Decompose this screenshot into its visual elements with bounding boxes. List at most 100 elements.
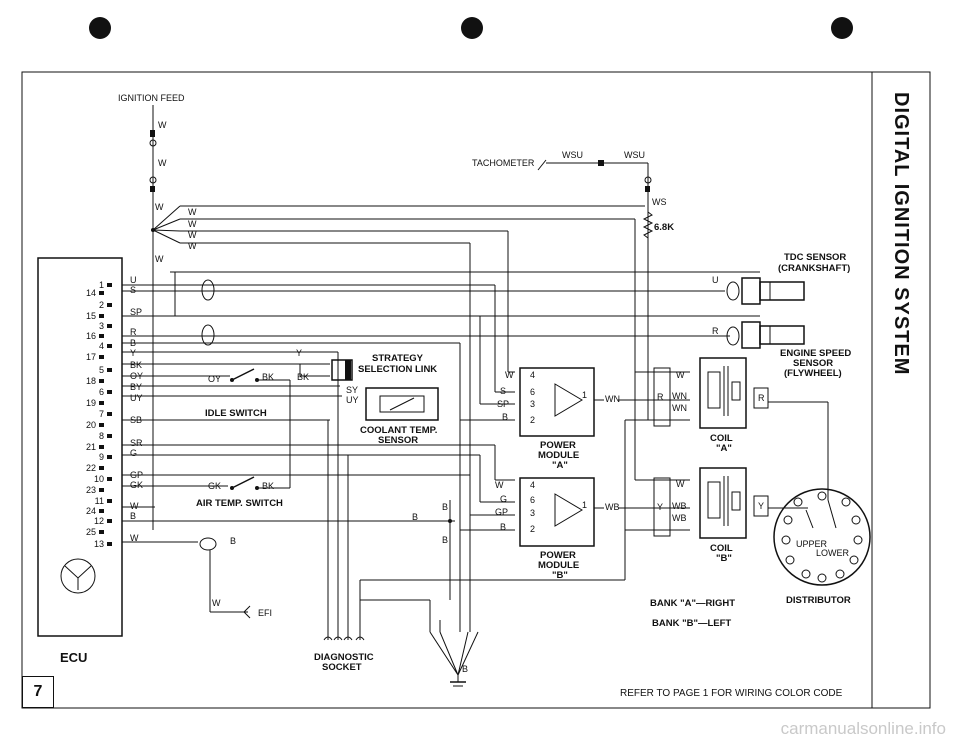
power-module-b-label-1: POWER	[540, 550, 576, 561]
mod-a-in-b: B	[502, 412, 508, 422]
ecu-pin-9: 9	[99, 452, 104, 462]
ecu-wire-b2: B	[130, 511, 136, 521]
mod-b-out-wb: WB	[605, 502, 620, 512]
ecu-pin-marker	[99, 466, 104, 470]
mod-b-pin-3: 3	[530, 508, 535, 518]
ecu-pin-marker	[99, 509, 104, 513]
mod-b-in-w: W	[495, 480, 504, 490]
ecu-pin-19: 19	[86, 398, 96, 408]
punch-hole	[89, 17, 111, 39]
power-module-a-label-1: POWER	[540, 440, 576, 451]
ecu-pin-18: 18	[86, 376, 96, 386]
coil-b-label-1: COIL	[710, 543, 733, 554]
feed-wire-w3: W	[155, 202, 164, 212]
ecu-wire-bk: BK	[130, 360, 142, 370]
ignition-feed-label: IGNITION FEED	[118, 93, 185, 103]
punch-hole	[831, 17, 853, 39]
footer-note: REFER TO PAGE 1 FOR WIRING COLOR CODE	[620, 688, 843, 699]
bank-b-note: BANK "B"—LEFT	[652, 618, 731, 629]
mod-b-in-g: G	[500, 494, 507, 504]
coil-a-wire-w: W	[676, 370, 685, 380]
feed-wire-w4: W	[188, 207, 197, 217]
ecu-pin-marker	[107, 412, 112, 416]
coil-b-label-2: "B"	[716, 553, 732, 564]
ecu-pin-marker	[107, 519, 112, 523]
coolant-label-2: SENSOR	[378, 435, 418, 446]
coil-b-side-y: Y	[657, 502, 663, 512]
ecu-pin-21: 21	[86, 442, 96, 452]
page-title: DIGITAL IGNITION SYSTEM	[890, 92, 912, 375]
mod-b-pin-6: 6	[530, 495, 535, 505]
engine-speed-label-3: (FLYWHEEL)	[784, 368, 842, 379]
engine-speed-label-2: SENSOR	[793, 358, 833, 369]
ecu-pin-17: 17	[86, 352, 96, 362]
ecu-pin-marker	[107, 283, 112, 287]
ecu-wire-sr: SR	[130, 438, 143, 448]
coil-b	[699, 467, 747, 539]
coolant-wire-uy: UY	[346, 395, 359, 405]
ecu-pin-marker	[107, 303, 112, 307]
mod-a-pin-4: 4	[530, 370, 535, 380]
coil-a	[699, 357, 747, 429]
ecu-pin-10: 10	[94, 474, 104, 484]
coil-a-label-1: COIL	[710, 433, 733, 444]
ecu-pin-15: 15	[86, 311, 96, 321]
ecu-pin-marker	[107, 344, 112, 348]
air-wire-gk: GK	[208, 481, 221, 491]
ecu-wire-w1: W	[130, 501, 139, 511]
ecu-box	[37, 257, 123, 637]
mod-b-in-b: B	[500, 522, 506, 532]
page-frame	[21, 71, 931, 709]
distributor	[773, 488, 871, 586]
ecu-pin-marker	[107, 324, 112, 328]
tdc-sensor-label-2: (CRANKSHAFT)	[778, 263, 850, 274]
power-module-a-label-3: "A"	[552, 460, 568, 471]
coil-b-wire-w: W	[676, 479, 685, 489]
feed-wire-w1: W	[158, 120, 167, 130]
coolant-wire-sy: SY	[346, 385, 358, 395]
ecu-wire-y: Y	[130, 348, 136, 358]
coil-a-side-r2: R	[758, 393, 765, 403]
coil-a-label-2: "A"	[716, 443, 732, 454]
ecu-pin-6: 6	[99, 387, 104, 397]
coolant-label-1: COOLANT TEMP.	[360, 425, 437, 436]
ecu-pin-marker	[107, 368, 112, 372]
ecu-label: ECU	[60, 650, 87, 665]
ecu-wire-s: S	[130, 285, 136, 295]
bank-a-note: BANK "A"—RIGHT	[650, 598, 735, 609]
ecu-wire-by: BY	[130, 382, 142, 392]
ecu-wire-g: G	[130, 448, 137, 458]
diagnostic-label-2: SOCKET	[322, 662, 362, 673]
ecu-wire-u: U	[130, 275, 137, 285]
ecu-pin-2: 2	[99, 300, 104, 310]
mod-a-pin-6: 6	[530, 387, 535, 397]
ecu-pin-marker	[107, 499, 112, 503]
ecu-pin-marker	[99, 423, 104, 427]
coil-a-wire-wn2: WN	[672, 403, 687, 413]
ws-label: WS	[652, 197, 667, 207]
ground-wire-b3: B	[442, 535, 448, 545]
watermark: carmanualsonline.info	[780, 719, 946, 738]
ecu-pin-3: 3	[99, 321, 104, 331]
power-module-b-label-3: "B"	[552, 570, 568, 581]
ecu-wire-gk: GK	[130, 480, 143, 490]
mod-b-pin-2: 2	[530, 524, 535, 534]
ecu-pin-1: 1	[99, 280, 104, 290]
ecu-pin-marker	[99, 445, 104, 449]
coolant-temp-sensor	[365, 387, 439, 421]
punch-hole	[461, 17, 483, 39]
ground-wire-b1: B	[412, 512, 418, 522]
mod-a-in-w: W	[505, 370, 514, 380]
ecu-pin-marker	[99, 488, 104, 492]
ecu-wire-sb: SB	[130, 415, 142, 425]
ecu-pin-marker	[99, 401, 104, 405]
ecu-wire-oy: OY	[130, 371, 143, 381]
coil-b-side-y2: Y	[758, 501, 764, 511]
ecu-pin-13: 13	[94, 539, 104, 549]
power-module-b	[519, 477, 595, 547]
coil-b-wire-wb2: WB	[672, 513, 687, 523]
mod-a-pin-3: 3	[530, 399, 535, 409]
speed-wire-r: R	[712, 326, 719, 336]
diagnostic-label-1: DIAGNOSTIC	[314, 652, 374, 663]
